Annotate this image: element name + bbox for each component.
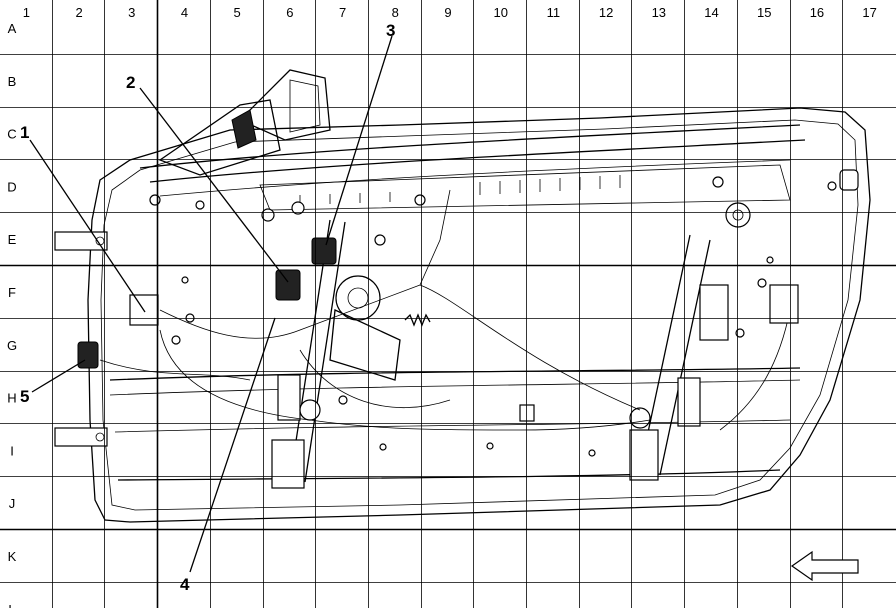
door-panel-drawing	[54, 69, 871, 523]
grid-column-label: 5	[234, 5, 241, 20]
grid-row-label: A	[8, 21, 17, 36]
left-arrow-icon	[790, 550, 859, 582]
callout-5: 5	[20, 387, 29, 406]
grid-column-label: 9	[444, 5, 451, 20]
grid-row-label: H	[7, 391, 16, 406]
grid-row-label: L	[8, 602, 15, 608]
grid-column-label: 11	[547, 5, 561, 20]
grid-row-label: B	[8, 74, 17, 89]
grid-row-label: F	[8, 285, 16, 300]
grid-column-label: 12	[599, 5, 613, 20]
grid-column-label: 16	[810, 5, 824, 20]
grid-column-label: 14	[704, 5, 718, 20]
grid-column-label: 1	[23, 5, 30, 20]
grid-row-label: K	[8, 549, 17, 564]
grid-row-label: G	[7, 338, 17, 353]
grid-column-label: 17	[862, 5, 876, 20]
grid-row-label: J	[9, 496, 16, 511]
grid-row-label: C	[7, 127, 16, 142]
grid-column-label: 13	[652, 5, 666, 20]
grid-row-label: I	[10, 443, 14, 458]
callout-1: 1	[20, 123, 29, 142]
grid-column-label: 15	[757, 5, 771, 20]
grid-column-label: 3	[128, 5, 135, 20]
grid-column-label: 8	[392, 5, 399, 20]
callout-4: 4	[180, 575, 190, 594]
grid-row-labels: A B C D E F G H I J K L	[7, 21, 17, 608]
callout-3: 3	[386, 21, 395, 40]
grid-row-label: D	[7, 179, 16, 194]
callout-2: 2	[126, 73, 135, 92]
grid-column-label: 10	[493, 5, 507, 20]
grid-column-label: 7	[339, 5, 346, 20]
grid-row-label: E	[8, 232, 17, 247]
grid-column-label: 2	[75, 5, 82, 20]
grid-column-label: 6	[286, 5, 293, 20]
grid-column-label: 4	[181, 5, 188, 20]
callout-leaders	[29, 35, 393, 573]
